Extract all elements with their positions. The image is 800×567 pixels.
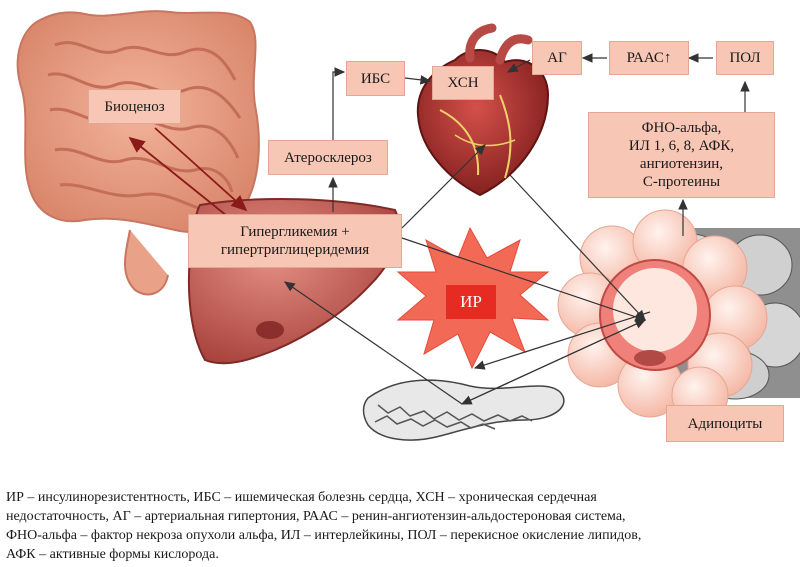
ibs-box: ИБС [346, 61, 405, 96]
pancreas-illustration [364, 380, 564, 440]
pol-label: ПОЛ [729, 49, 760, 67]
cytokines-line-2: ИЛ 1, 6, 8, АФК, [629, 137, 734, 155]
raas-box: РААС↑ [609, 41, 689, 75]
hsn-label: ХСН [447, 74, 478, 92]
cytokines-box: ФНО-альфа, ИЛ 1, 6, 8, АФК, ангиотензин,… [588, 112, 775, 198]
legend-line-3: ФНО-альфа – фактор некроза опухоли альфа… [6, 526, 794, 545]
hyperglycemia-box: Гипергликемия + гипертриглицеридемия [188, 214, 402, 268]
atherosclerosis-box: Атеросклероз [268, 140, 388, 175]
ibs-label: ИБС [361, 70, 390, 88]
diagram-scene: 1 Биоценоз [0, 0, 800, 470]
hsn-box: ХСН [432, 66, 494, 100]
ag-label: АГ [547, 49, 567, 67]
hyperglycemia-line-1: Гипергликемия + [240, 223, 349, 241]
ir-label: ИР [446, 285, 496, 319]
raas-label: РААС [627, 49, 664, 67]
atherosclerosis-label: Атеросклероз [284, 149, 372, 167]
heart-illustration [418, 28, 548, 195]
adipocytes-label: Адипоциты [688, 415, 763, 433]
cytokines-line-1: ФНО-альфа, [642, 119, 722, 137]
legend-line-4: АФК – активные формы кислорода. [6, 545, 794, 564]
biocenosis-box: Биоценоз [88, 89, 181, 124]
legend-line-2: недостаточность, АГ – артериальная гипер… [6, 507, 794, 526]
ag-box: АГ [532, 41, 582, 75]
cytokines-line-3: ангиотензин, [640, 155, 723, 173]
legend: ИР – инсулинорезистентность, ИБС – ишеми… [6, 488, 794, 564]
adipocytes-box: Адипоциты [666, 405, 784, 442]
biocenosis-label: Биоценоз [104, 98, 164, 116]
cytokines-line-4: С-протеины [643, 173, 720, 191]
pol-box: ПОЛ [716, 41, 774, 75]
hyperglycemia-line-2: гипертриглицеридемия [221, 241, 369, 259]
legend-line-1: ИР – инсулинорезистентность, ИБС – ишеми… [6, 488, 794, 507]
increase-arrow-icon: ↑ [664, 49, 672, 67]
